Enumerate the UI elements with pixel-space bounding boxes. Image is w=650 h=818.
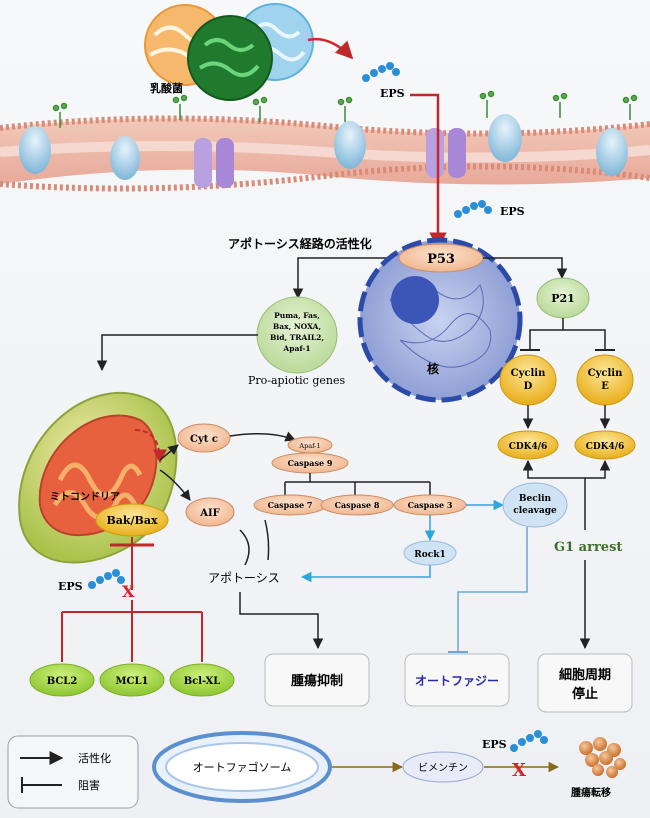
eps-membrane-label: EPS — [500, 205, 525, 218]
aif-node — [185, 497, 235, 527]
lactobacillus-illustration — [144, 3, 314, 101]
mcl1-label: MCL1 — [115, 676, 148, 687]
eps-to-p53-arrow — [410, 93, 447, 250]
g1-arrest-label: G1 arrest — [554, 540, 622, 555]
apoptosis-to-tumor-arrow — [239, 592, 324, 650]
cyclin-e-line2: E — [601, 381, 609, 392]
eps-bak-chain-icon — [88, 569, 125, 589]
cell-cycle-arrest-line2: 停止 — [572, 686, 598, 702]
apoptosis-label: アポトーシス — [208, 571, 280, 585]
eps-bak-label: EPS — [58, 580, 83, 593]
p53-to-genes-arrow — [292, 257, 400, 300]
cyclin-e-node — [576, 354, 634, 406]
bcl2-node — [29, 663, 95, 697]
bclxl-node — [169, 663, 235, 697]
cyclin-d-node — [499, 354, 557, 406]
rock1-label: Rock1 — [414, 550, 445, 560]
metastasis-block-x: X — [512, 760, 526, 781]
cyclin-d-line2: D — [524, 381, 533, 392]
cyclin-d-line1: Cyclin — [511, 368, 546, 379]
bcl-family-lines — [61, 600, 203, 662]
apaf1-label: Apaf-1 — [298, 442, 320, 450]
lactobacillus-label: 乳酸菌 — [150, 81, 183, 95]
pro-genes-caption: Pro-apiotic genes — [248, 374, 345, 387]
mcl1-node — [99, 663, 165, 697]
cyt-c-node — [177, 423, 231, 453]
cytc-to-apaf-arrow — [229, 431, 296, 442]
tumor-metastasis-label: 腫瘍転移 — [571, 786, 611, 799]
autophagy-box — [404, 653, 510, 707]
tumor-suppression-label: 腫瘍抑制 — [291, 673, 343, 689]
tumor-cells-illustration — [579, 737, 626, 778]
p21-inhibition-lines — [529, 318, 606, 350]
cdk-right-label: CDK4/6 — [586, 442, 625, 452]
eps-top-label: EPS — [380, 87, 405, 100]
rock1-to-apoptosis-arrow — [300, 565, 431, 583]
caspase9-label: Caspase 9 — [288, 458, 333, 468]
bclxl-label: Bcl-XL — [184, 676, 221, 687]
beclin-line1: Beclin — [519, 494, 552, 504]
mitochondria-illustration — [18, 392, 178, 564]
cdk-right-node — [574, 430, 636, 460]
p53-to-p21-arrow — [483, 257, 568, 280]
genes-line4: Apaf-1 — [282, 344, 310, 353]
nucleus-label: 核 — [427, 361, 439, 376]
eps-membrane-chain-icon — [454, 200, 492, 218]
membrane-proteins — [19, 114, 628, 188]
legend-inhibition-label: 阻害 — [78, 778, 100, 792]
cyt-c-label: Cyt c — [190, 434, 218, 445]
caspase8-node — [320, 494, 394, 516]
eps-chain-icon — [362, 62, 400, 82]
caspase3-label: Caspase 3 — [408, 500, 453, 510]
genes-to-mito-arrow — [96, 334, 258, 372]
caspase8-label: Caspase 8 — [335, 500, 380, 510]
beclin-inhibits-autophagy — [457, 527, 528, 652]
cdk-left-node — [497, 430, 559, 460]
bacteria-to-eps-arrow — [307, 37, 354, 60]
bcl2-label: BCL2 — [47, 676, 78, 687]
genes-line3: Bid, TRAIL2, — [270, 333, 324, 342]
mitochondria-label: ミトコンドリア — [50, 491, 120, 503]
block-x-mark: X — [122, 582, 135, 601]
beclin-line2: cleavage — [513, 506, 557, 516]
eps-bottom-chain-icon — [510, 730, 548, 752]
beclin-node — [502, 482, 568, 528]
cell-membrane — [0, 115, 650, 192]
bak-bax-label: Bak/Bax — [106, 514, 157, 527]
p53-label: P53 — [427, 252, 455, 267]
mito-release-arrow — [134, 429, 167, 464]
autophagy-label: オートファジー — [415, 674, 499, 688]
cyclin-e-line1: Cyclin — [588, 368, 623, 379]
legend-activation-label: 活性化 — [78, 751, 111, 765]
p21-label: P21 — [551, 292, 575, 305]
caspase7-label: Caspase 7 — [268, 500, 313, 510]
nucleus — [357, 237, 523, 403]
apoptosis-pathway-label: アポトーシス経路の活性化 — [228, 236, 372, 251]
genes-line2: Bax, NOXA, — [273, 322, 321, 331]
glycan-trees — [52, 90, 638, 128]
aif-label: AIF — [199, 508, 220, 519]
genes-line1: Puma, Fas, — [274, 311, 320, 320]
legend-box — [7, 735, 139, 809]
vimentin-node — [402, 751, 484, 783]
cell-cycle-arrest-box — [537, 653, 633, 713]
tumor-suppression-box — [264, 653, 370, 707]
caspase9-branches — [284, 473, 431, 496]
vimentin-label: ビメンチン — [418, 762, 468, 774]
eps-bottom-label: EPS — [482, 738, 507, 751]
cell-cycle-arrest-line1: 細胞周期 — [559, 667, 611, 683]
cdk-left-label: CDK4/6 — [509, 442, 548, 452]
bak-bax-node — [95, 503, 169, 537]
autophagosome-label: オートファゴソーム — [193, 760, 292, 774]
